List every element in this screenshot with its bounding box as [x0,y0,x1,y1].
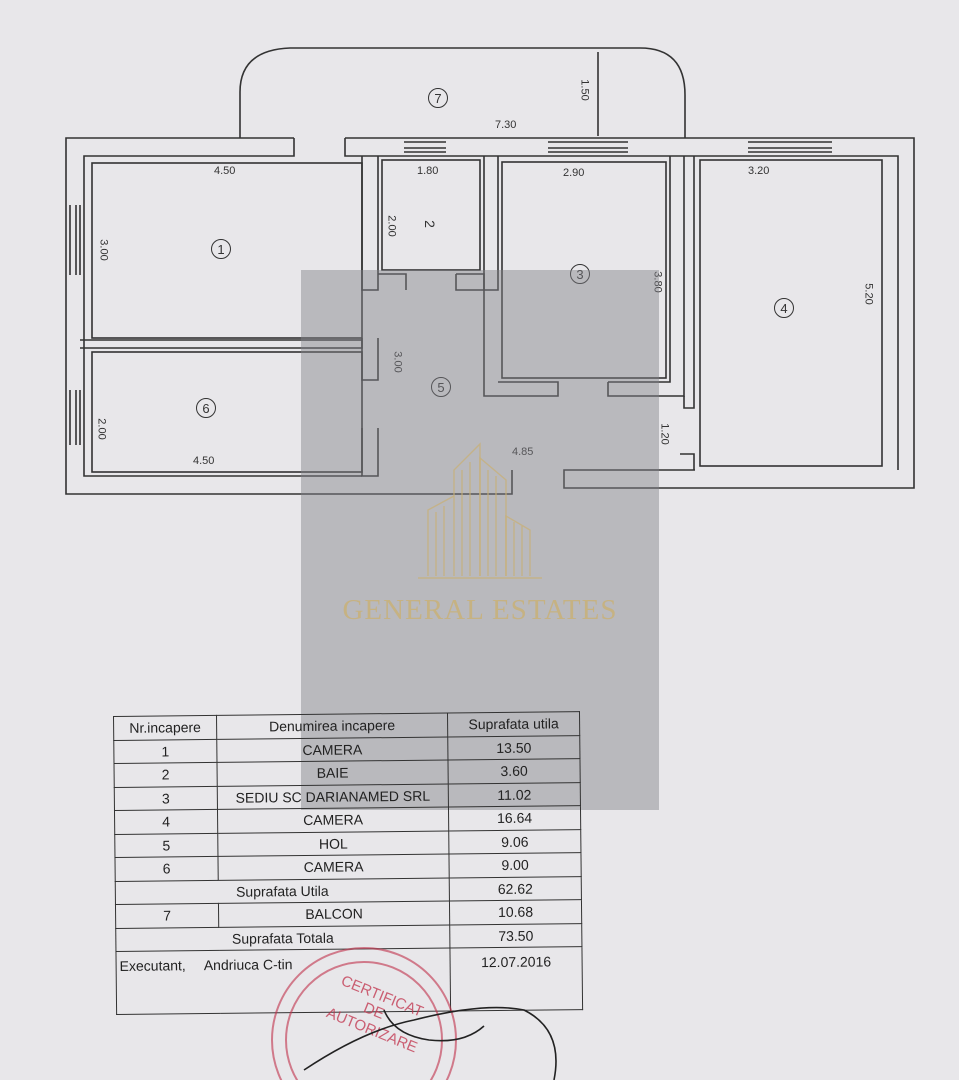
dim-room4-depth: 5.20 [862,283,875,305]
room2-inner [381,159,481,271]
header-nr: Nr.incapere [113,715,217,740]
window-top-3 [748,141,832,153]
dim-room6-width: 4.50 [193,455,215,467]
subtotal-value: 62.62 [449,876,582,901]
row-name: CAMERA [216,736,448,763]
window-left-bottom [69,390,81,445]
dim-room4-width: 3.20 [748,165,770,177]
row-area: 9.06 [448,829,581,854]
room-number-2: 2 [421,220,438,228]
dim-room5-side: 1.20 [658,423,671,445]
brand-name: GENERAL ESTATES [342,594,618,626]
row-nr: 3 [114,785,218,811]
outer-wall-right-inner [344,138,899,470]
wall-bath-right [483,156,499,291]
row-area: 9.00 [448,852,582,878]
room3-inner [501,161,667,379]
row-nr: 2 [113,762,218,787]
wall-room4-left [680,156,695,470]
balcony-name: BALCON [218,900,450,927]
window-top-1 [404,141,446,153]
dim-room5-width: 4.85 [512,446,534,458]
row-area: 3.60 [447,758,581,784]
balcony-area: 10.68 [449,899,582,925]
balcony-nr: 7 [115,903,219,928]
room-number-4: 4 [774,298,794,318]
row-nr: 4 [114,809,218,834]
floor-plan [65,47,915,495]
row-area: 11.02 [448,782,581,807]
room-number-3: 3 [570,264,590,284]
wall-hall-left [361,156,379,477]
dim-room1-depth: 3.00 [97,239,110,261]
dim-balcony-width: 7.30 [495,119,517,131]
subtotal-label: Suprafata Utila [115,877,450,905]
row-area: 13.50 [447,735,580,760]
row-name: BAIE [216,759,449,786]
row-area: 16.64 [448,805,581,831]
outer-wall-right [345,137,915,489]
outer-wall-inner [83,138,362,477]
stamp-line-2: DE [361,999,387,1023]
row-nr: 6 [114,856,219,881]
building-logo-icon [418,442,542,579]
dim-room2-width: 1.80 [417,165,439,177]
dim-balcony-depth: 1.50 [578,79,591,101]
dim-room2-depth: 2.00 [385,215,398,237]
row-nr: 5 [114,832,218,858]
row-name: SEDIU SC DARIANAMED SRL [217,783,449,810]
room-number-7: 7 [428,88,448,108]
row-name: CAMERA [217,853,450,880]
executant-label: Executant, [119,957,186,974]
room-number-1: 1 [211,239,231,259]
outer-wall-outer [65,137,513,495]
header-area: Suprafata utila [447,711,580,737]
balcony-outline [239,47,686,138]
room6-inner [91,351,363,473]
dim-room6-depth: 2.00 [95,418,108,440]
row-name: CAMERA [217,806,449,833]
window-top-2 [548,141,628,153]
dim-room1-width: 4.50 [214,165,236,177]
dim-room3-width: 2.90 [563,167,585,179]
room-number-5: 5 [431,377,451,397]
header-name: Denumirea incapere [216,712,448,739]
authorization-stamp: CERTIFICAT DE AUTORIZARE [271,947,557,1080]
row-nr: 1 [113,738,217,764]
room4-inner [699,159,883,467]
room-number-6: 6 [196,398,216,418]
row-name: HOL [217,830,449,857]
wall-room3 [483,156,685,397]
signature-stroke [303,1006,557,1080]
window-left-top [69,205,81,275]
